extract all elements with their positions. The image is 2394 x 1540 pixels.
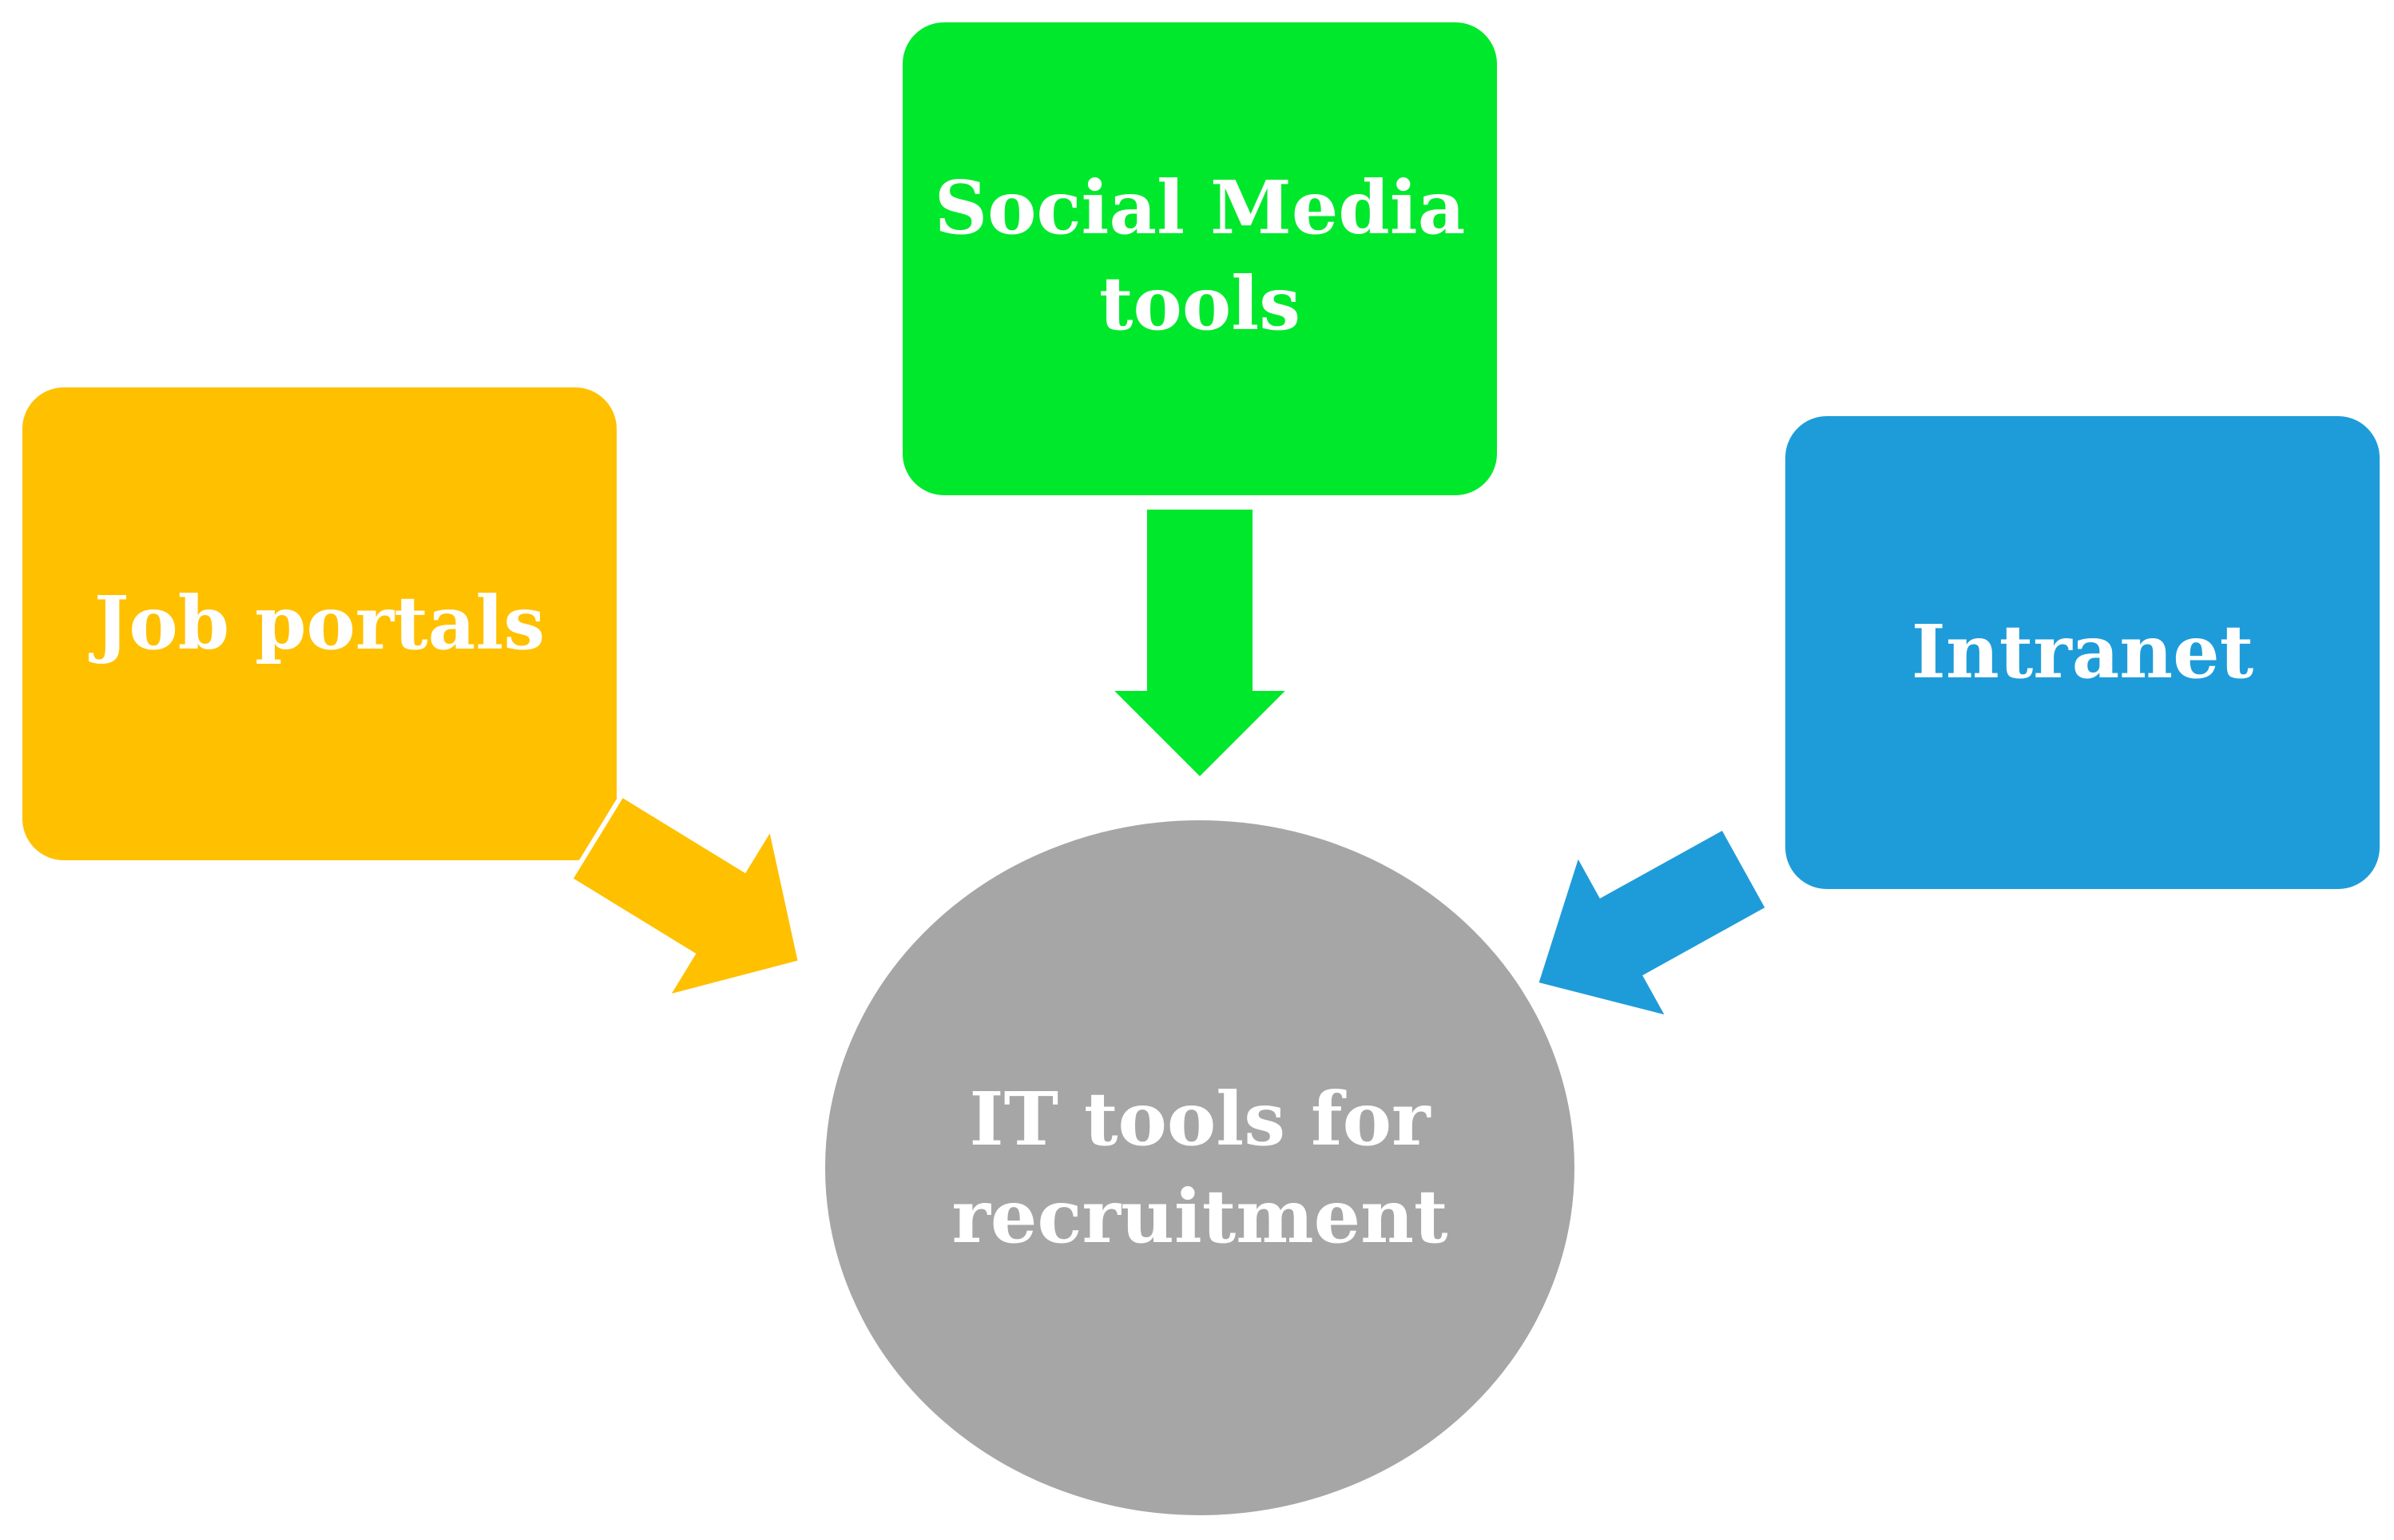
- center-label-line2: recruitment: [951, 1173, 1448, 1260]
- intranet-box: [1781, 411, 2384, 894]
- arrow-social-media-to-center: [1102, 505, 1297, 784]
- job-portals-label: Job portals: [89, 580, 545, 666]
- arrow-intranet-to-center: [1532, 824, 1772, 1022]
- intranet-label: Intranet: [1912, 609, 2254, 695]
- center-ellipse: [820, 816, 1579, 1520]
- social-media-box: [898, 18, 1502, 500]
- arrow-job-portals-to-center: [566, 791, 804, 1002]
- social-media-label-line1: Social Media: [935, 165, 1466, 251]
- center-label-line1: IT tools for: [970, 1076, 1431, 1162]
- social-media-label-line2: tools: [1099, 260, 1300, 347]
- job-portals-box: [18, 383, 621, 865]
